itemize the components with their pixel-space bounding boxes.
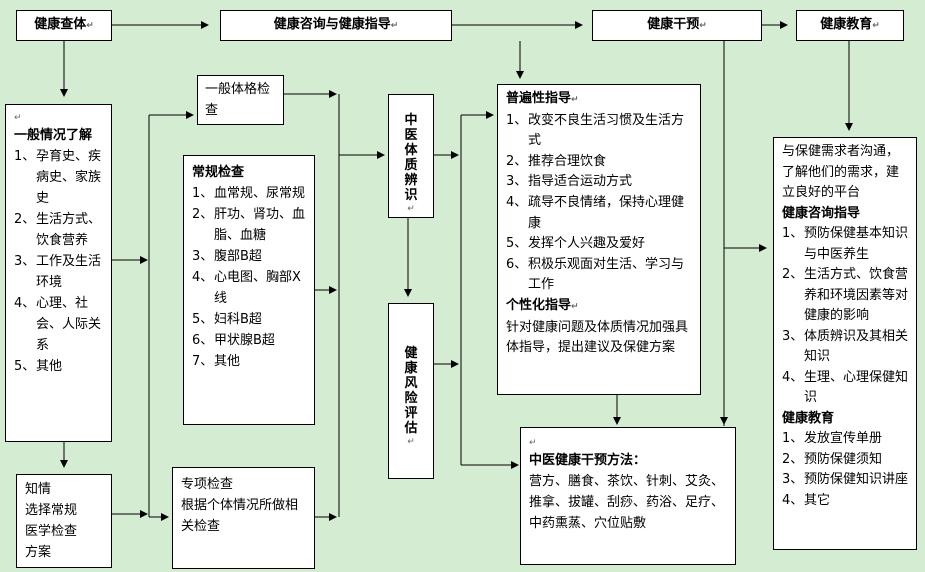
list-item: 3、体质辨识及其相关知识: [782, 328, 909, 365]
list-item: 7、其他: [192, 354, 241, 369]
education-label: 健康教育: [820, 17, 873, 32]
routine-title: 常规检查: [192, 165, 245, 180]
list-item: 1、改变不良生活习惯及生活方式: [506, 112, 685, 149]
consult-label: 健康咨询与健康指导: [273, 17, 391, 32]
list-item: 2、生活方式、饮食营养和环境因素等对健康的影响: [782, 267, 909, 323]
education-box: 与保健需求者沟通，了解他们的需求，建立良好的平台 健康咨询指导 1、预防保健基本…: [773, 137, 917, 550]
list-item: 5、发挥个人兴趣及爱好: [506, 236, 646, 252]
list-item: 3、腹部B超: [192, 249, 262, 264]
checkup-label: 健康查体: [34, 17, 87, 32]
list-item: 4、心电图、胸部X线: [192, 270, 301, 306]
list-item: 4、疏导不良情绪，保持心理健康: [506, 194, 685, 231]
intervene-header: 健康干预↵: [592, 10, 762, 41]
routine-exam-box: 常规检查 1、血常规、尿常规 2、肝功、肾功、血脂、血糖 3、腹部B超 4、心电…: [183, 155, 315, 425]
consult-guidance-title: 健康咨询指导: [782, 205, 861, 221]
list-item: 2、推荐合理饮食: [506, 153, 607, 169]
consent-box: 知情 选择常规 医学检查 方案: [16, 474, 112, 568]
risk-assessment-label: 健康风险评估: [404, 346, 418, 436]
consent-line: 知情: [25, 482, 52, 497]
list-item: 6、甲状腺B超: [192, 333, 275, 348]
general-info-box: ↵ 一般情况了解 1、孕育史、疾病史、家族史 2、生活方式、饮食营养 3、工作及…: [5, 104, 112, 442]
consult-header: 健康咨询与健康指导↵: [220, 10, 452, 41]
list-item: 6、积极乐观面对生活、学习与工作: [506, 256, 685, 293]
para-mark: ↵: [699, 21, 707, 31]
consent-line: 方案: [25, 545, 52, 560]
general-guidance-title: 普遍性指导↵: [506, 91, 579, 106]
para-mark: ↵: [390, 21, 399, 31]
list-item: 3、工作及生活环境: [14, 254, 102, 290]
list-item: 1、发放宣传单册: [782, 431, 883, 446]
list-item: 3、指导适合运动方式: [506, 174, 633, 190]
list-item: 1、预防保健基本知识与中医养生: [782, 226, 909, 262]
list-item: 5、妇科B超: [192, 312, 262, 327]
list-item: 2、预防保健须知: [782, 451, 883, 467]
special-text: 根据个体情况所做相关检查: [181, 498, 299, 534]
para-mark: ↵: [14, 113, 22, 123]
general-exam-label: 一般体格检查: [205, 82, 271, 118]
general-exam-box: 一般体格检查: [197, 75, 284, 125]
tcm-method-title: 中医健康干预方法：: [529, 453, 647, 468]
para-mark: ↵: [86, 21, 94, 31]
intervene-label: 健康干预: [647, 17, 700, 32]
list-item: 1、血常规、尿常规: [192, 186, 306, 201]
para-mark: ↵: [407, 437, 415, 447]
consent-line: 医学检查: [25, 524, 78, 539]
special-exam-box: 专项检查 根据个体情况所做相关检查: [172, 467, 315, 569]
tcm-constitution-box: 中医体质辨识 ↵: [388, 94, 434, 218]
consent-line: 选择常规: [25, 503, 78, 518]
special-title: 专项检查: [181, 477, 234, 492]
list-item: 4、其它: [782, 492, 831, 508]
list-item: 5、其他: [14, 359, 63, 374]
list-item: 4、心理、社会、人际关系: [14, 296, 102, 353]
personal-guidance-text: 针对健康问题及体质情况加强具体指导，提出建议及保健方案: [506, 319, 689, 356]
list-item: 4、生理、心理保健知识: [782, 369, 909, 406]
para-mark: ↵: [529, 438, 537, 448]
guidance-box: 普遍性指导↵ 1、改变不良生活习惯及生活方式 2、推荐合理饮食 3、指导适合运动…: [497, 84, 701, 395]
tcm-method-text: 营方、膳食、茶饮、针刺、艾灸、推拿、拔罐、刮痧、药浴、足疗、中药熏蒸、穴位贴敷: [529, 474, 725, 531]
education-intro: 与保健需求者沟通，了解他们的需求，建立良好的平台: [782, 144, 900, 200]
checkup-header: 健康查体↵: [16, 10, 112, 41]
list-item: 2、生活方式、饮食营养: [14, 212, 102, 248]
tcm-constitution-label: 中医体质辨识: [404, 113, 418, 203]
para-mark: ↵: [407, 204, 415, 214]
risk-assessment-box: 健康风险评估 ↵: [388, 303, 434, 479]
tcm-method-box: ↵ 中医健康干预方法： 营方、膳食、茶饮、针刺、艾灸、推拿、拔罐、刮痧、药浴、足…: [520, 427, 736, 565]
personal-guidance-title: 个性化指导↵: [506, 297, 579, 313]
general-info-list: 1、孕育史、疾病史、家族史 2、生活方式、饮食营养 3、工作及生活环境 4、心理…: [14, 146, 105, 377]
para-mark: ↵: [872, 21, 880, 31]
list-item: 2、肝功、肾功、血脂、血糖: [192, 207, 306, 243]
list-item: 3、预防保健知识讲座: [782, 472, 909, 487]
general-info-title: 一般情况了解: [14, 128, 93, 143]
education-header: 健康教育↵: [796, 10, 904, 41]
edu-title: 健康教育: [782, 410, 835, 426]
list-item: 1、孕育史、疾病史、家族史: [14, 149, 102, 206]
